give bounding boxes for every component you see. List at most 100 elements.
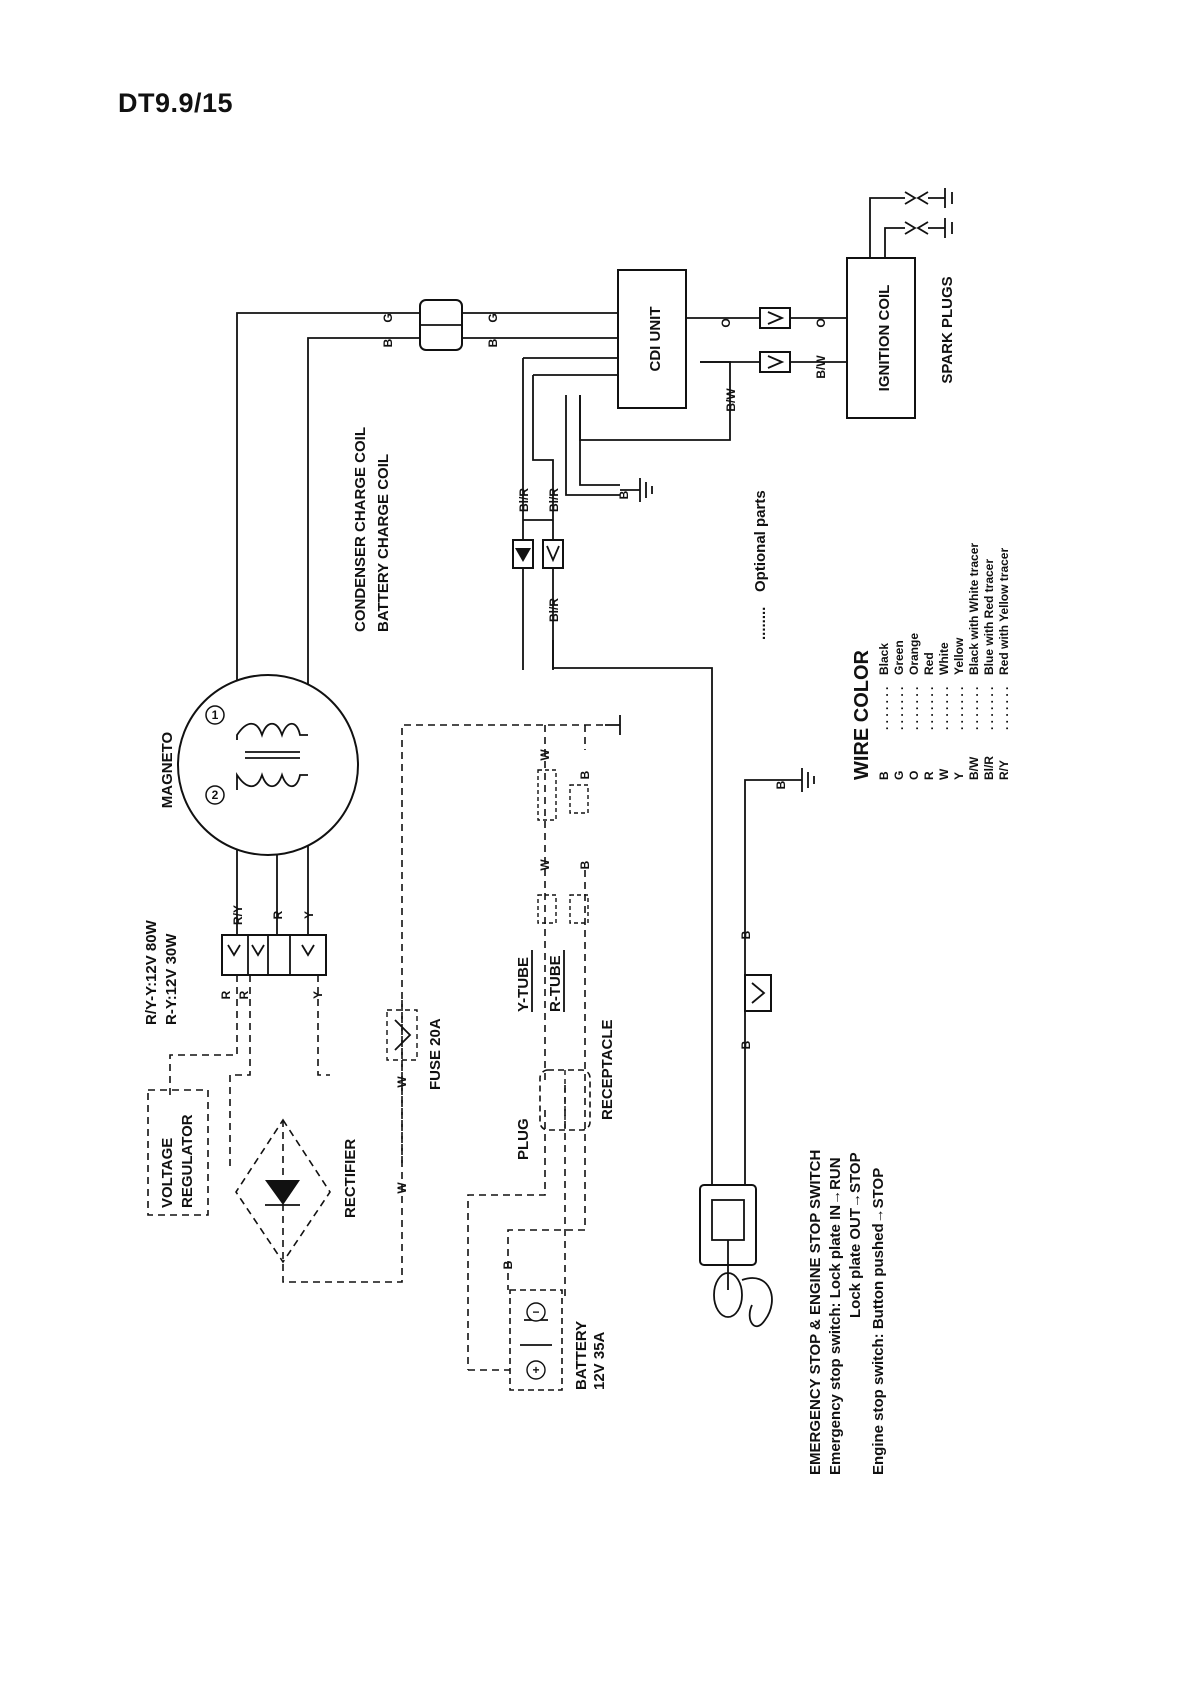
wire-color-code: B: [877, 771, 891, 780]
r-tube-label: R-TUBE: [547, 955, 564, 1012]
battery-minus: −: [532, 1305, 539, 1319]
wire-label-g: G: [381, 313, 395, 322]
wire-label-bw: B/W: [814, 355, 828, 379]
wire-color-code: B/W: [967, 756, 981, 780]
wire-color-name: Red: [922, 652, 936, 675]
cdi-unit: CDI UNIT: [617, 269, 687, 409]
rectifier: RECTIFIER: [235, 1118, 359, 1264]
wire-label-b: B: [381, 338, 395, 347]
wire-color-dots: . . . . . . .: [967, 687, 981, 730]
plug-label: PLUG: [515, 1118, 532, 1160]
wire-label-y: Y: [311, 991, 325, 999]
wire-color-dots: . . . . . . .: [982, 687, 996, 730]
plug-receptacle: PLUG RECEPTACLE Y-TUBE R-TUBE: [515, 769, 616, 1160]
ignition-connectors: [759, 307, 791, 373]
wire-label-r: R: [219, 990, 233, 999]
ground-icon: [605, 478, 815, 792]
stop-switch-line-3: Engine stop switch: Button pushed→STOP: [870, 1168, 887, 1475]
output-terminal-block: [221, 934, 327, 976]
stop-switch-line-2: Lock plate OUT→STOP: [847, 1152, 864, 1318]
voltage-regulator: VOLTAGE REGULATOR: [147, 1089, 209, 1216]
voltage-regulator-label-1: VOLTAGE: [159, 1138, 176, 1208]
output-spec-2: R-Y:12V 30W: [163, 933, 180, 1025]
battery-label-1: BATTERY: [573, 1321, 590, 1390]
wire-label-b: B: [739, 930, 753, 939]
wire-label-b: B: [486, 338, 500, 347]
wire-label-b: B: [578, 770, 592, 779]
wire-color-code: R: [922, 771, 936, 780]
voltage-regulator-label-2: REGULATOR: [179, 1114, 196, 1208]
wire-label-blr: Bl/R: [547, 598, 561, 622]
wire-label-w: W: [395, 1182, 409, 1194]
battery-plus: +: [532, 1363, 539, 1377]
spark-plugs-label: SPARK PLUGS: [939, 276, 956, 383]
ignition-coil-label: IGNITION COIL: [876, 285, 893, 392]
wire-label-w: W: [538, 749, 552, 761]
coil1-number: 1: [212, 708, 219, 722]
wire-color-code: Bl/R: [982, 756, 996, 780]
wire-label-ry: R/Y: [231, 905, 245, 925]
wire-label-r: R: [271, 910, 285, 919]
coil1-legend: CONDENSER CHARGE COIL: [352, 427, 369, 632]
wire-label-w: W: [538, 859, 552, 871]
fuse-label: FUSE 20A: [427, 1018, 444, 1090]
wire-label-b: B: [774, 780, 788, 789]
wire-label-o: O: [719, 318, 733, 327]
wire-label-blr: Bl/R: [547, 488, 561, 512]
wire-label-o: O: [814, 318, 828, 327]
cdi-unit-label: CDI UNIT: [647, 307, 664, 372]
wire-labels: G B G B O O B/W B/W B Bl/R Bl/R Bl/R B B…: [219, 313, 828, 1269]
receptacle-label: RECEPTACLE: [599, 1019, 616, 1120]
rectifier-label: RECTIFIER: [342, 1139, 359, 1218]
wire-label-w: W: [395, 1076, 409, 1088]
spark-plug-icon: [904, 188, 953, 238]
wire-label-b: B: [739, 1040, 753, 1049]
output-spec-1: R/Y-Y:12V 80W: [143, 919, 160, 1025]
wire-label-bw: B/W: [724, 388, 738, 412]
wire-label-r: R: [237, 990, 251, 999]
wire-color-dots: . . . . . . .: [937, 687, 951, 730]
optional-wires: [169, 724, 605, 1371]
wire-color-dots: . . . . . . .: [952, 687, 966, 730]
wire-color-title: WIRE COLOR: [851, 649, 873, 780]
magneto-label: MAGNETO: [159, 731, 176, 808]
wire-color-name: Orange: [907, 633, 921, 675]
fuse: FUSE 20A: [386, 1009, 444, 1090]
coil2-legend: BATTERY CHARGE COIL: [375, 454, 392, 632]
coil2-number: 2: [212, 788, 219, 802]
wire-label-y: Y: [302, 911, 316, 919]
wire-label-b: B: [578, 860, 592, 869]
wire-label-g: G: [486, 313, 500, 322]
wire-color-code: W: [937, 768, 951, 780]
magneto-cdi-connector: [419, 299, 463, 351]
page-title: DT9.9/15: [118, 88, 234, 118]
coil-legend: CONDENSER CHARGE COIL BATTERY CHARGE COI…: [352, 427, 392, 632]
stop-switch: [699, 974, 773, 1327]
wire-color-dots: . . . . . . .: [922, 687, 936, 730]
blr-connectors: [512, 539, 564, 569]
wire-color-name: Blue with Red tracer: [982, 559, 996, 675]
wire-color-name: Green: [892, 640, 906, 675]
wire-color-dots: . . . . . . .: [877, 687, 891, 730]
wire-color-code: Y: [952, 772, 966, 780]
optional-dots: ........: [752, 607, 769, 640]
wire-label-b: B: [617, 490, 631, 499]
wire-color-name: Black: [877, 643, 891, 675]
wire-color-dots: . . . . . . .: [907, 687, 921, 730]
stop-switch-line-1: Emergency stop switch: Lock plate IN→RUN: [827, 1157, 844, 1475]
wire-color-code: G: [892, 771, 906, 780]
wire-label-b: B: [501, 1260, 515, 1269]
ignition-coil: IGNITION COIL: [846, 257, 916, 419]
wire-color-code: R/Y: [997, 760, 1011, 780]
wire-color-name: Yellow: [952, 637, 966, 675]
wire-color-code: O: [907, 771, 921, 780]
wire-label-blr: Bl/R: [517, 488, 531, 512]
stop-switch-title: EMERGENCY STOP & ENGINE STOP SWITCH: [807, 1150, 824, 1475]
battery-label-2: 12V 35A: [591, 1331, 608, 1390]
magneto: 1 2: [177, 674, 359, 856]
stop-switch-notes: EMERGENCY STOP & ENGINE STOP SWITCH Emer…: [807, 1150, 887, 1475]
optional-parts-legend: ........ Optional parts: [752, 490, 769, 640]
wire-color-name: Red with Yellow tracer: [997, 548, 1011, 675]
wire-color-dots: . . . . . . .: [892, 687, 906, 730]
